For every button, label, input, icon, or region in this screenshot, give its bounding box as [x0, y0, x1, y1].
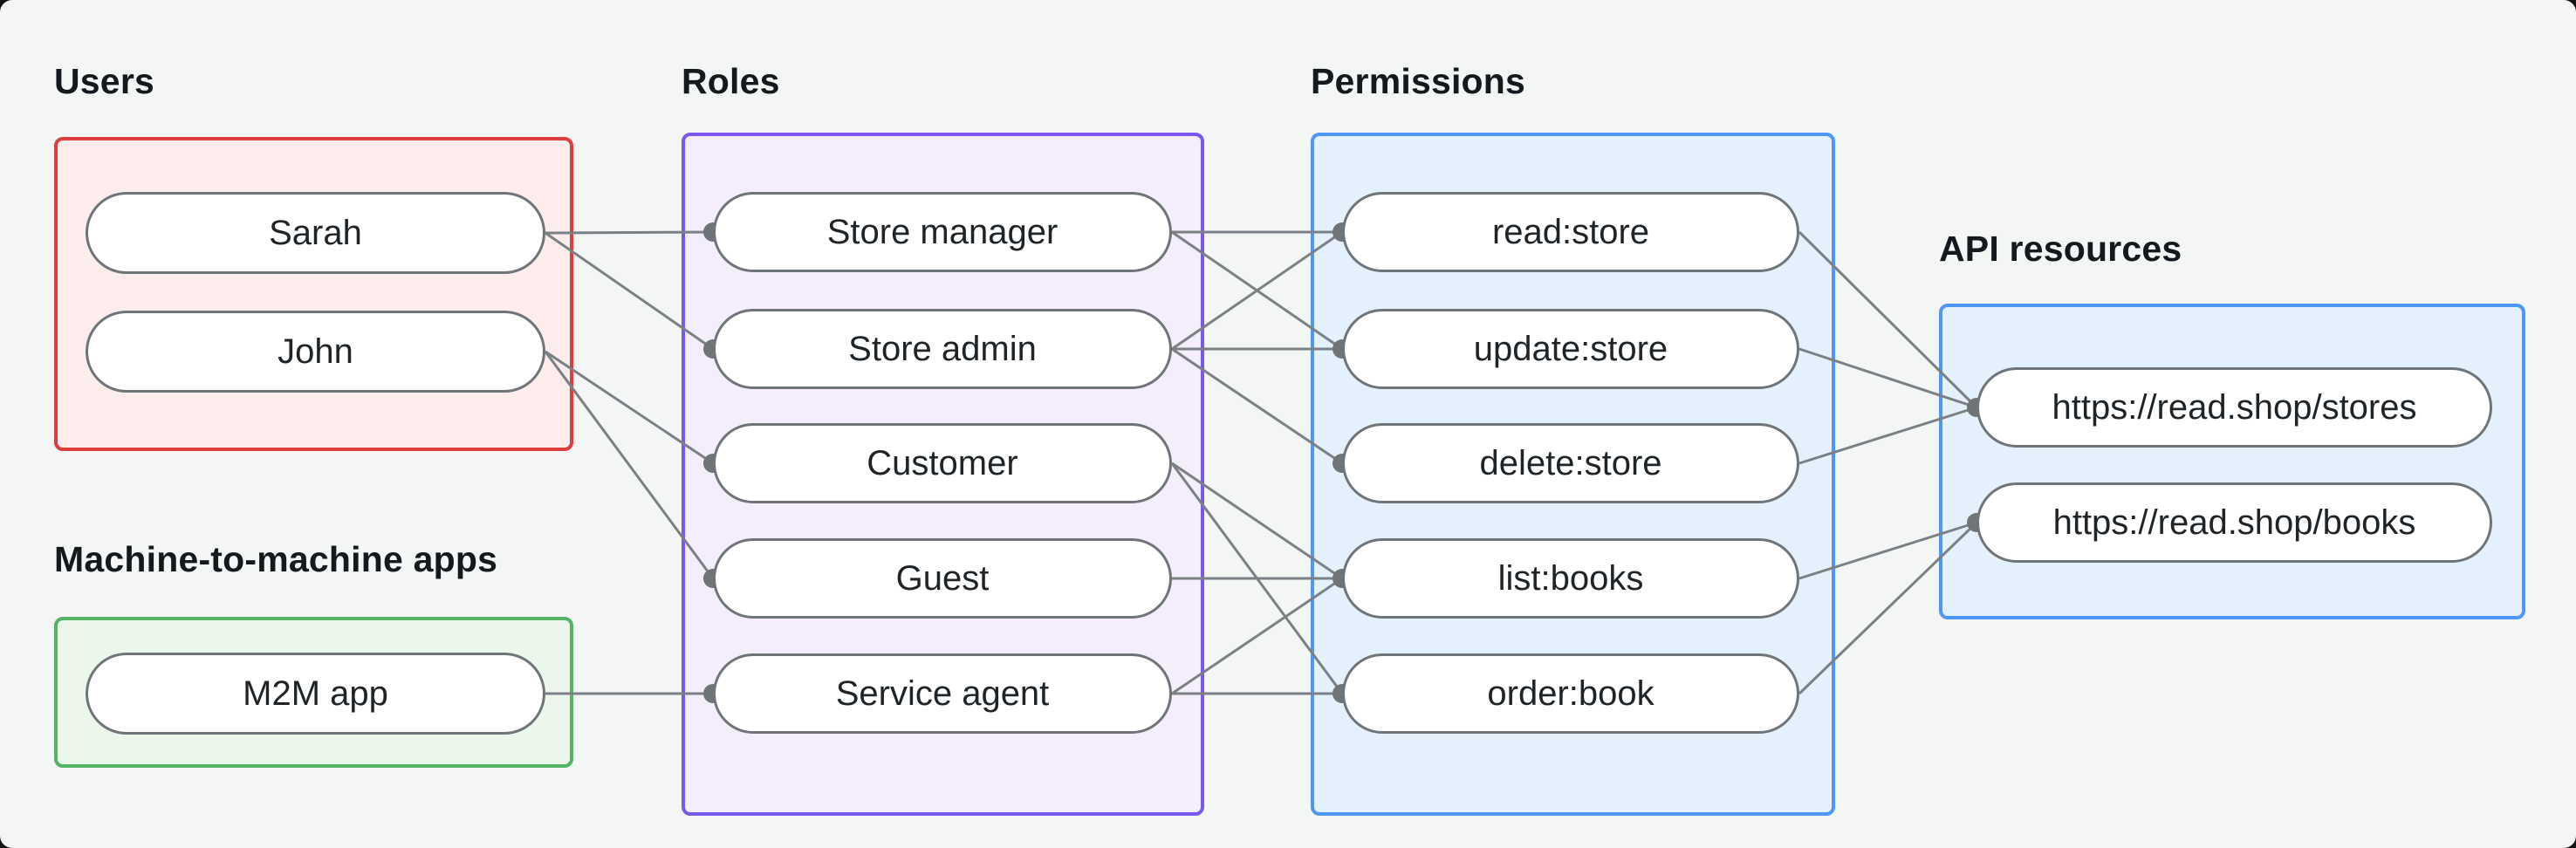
edge-order_book-to-books_api [1798, 521, 1978, 695]
node-order_book: order:book [1342, 653, 1799, 734]
edge-store_admin-to-read_store [1171, 230, 1343, 351]
edge-customer-to-list_books [1171, 462, 1343, 580]
edge-delete_store-to-stores_api [1798, 406, 1977, 465]
node-store_admin: Store admin [713, 309, 1172, 389]
node-store_manager: Store manager [713, 192, 1172, 272]
node-list_books: list:books [1342, 538, 1799, 619]
edge-list_books-to-books_api [1798, 521, 1977, 580]
group-box-api [1939, 304, 2525, 619]
group-title-users: Users [54, 61, 154, 101]
edge-sarah-to-store_admin [545, 231, 714, 351]
node-john: John [86, 311, 545, 393]
edge-john-to-guest [544, 351, 715, 579]
edge-service_agent-to-list_books [1171, 577, 1343, 695]
edge-update_store-to-stores_api [1798, 347, 1977, 409]
node-delete_store: delete:store [1342, 423, 1799, 503]
edge-john-to-customer [545, 350, 714, 465]
edge-store_admin-to-delete_store [1171, 347, 1343, 465]
group-title-api: API resources [1939, 229, 2182, 269]
group-title-m2m: Machine-to-machine apps [54, 539, 498, 579]
edge-read_store-to-stores_api [1798, 230, 1978, 409]
node-books_api: https://read.shop/books [1977, 482, 2492, 563]
node-guest: Guest [713, 538, 1172, 619]
node-stores_api: https://read.shop/stores [1977, 367, 2492, 448]
group-box-users [54, 137, 573, 451]
node-sarah: Sarah [86, 192, 545, 274]
edge-sarah-to-store_manager [545, 230, 714, 235]
node-update_store: update:store [1342, 309, 1799, 389]
group-title-permissions: Permissions [1311, 61, 1526, 101]
node-read_store: read:store [1342, 192, 1799, 272]
node-service_agent: Service agent [713, 653, 1172, 734]
group-title-roles: Roles [682, 61, 780, 101]
node-customer: Customer [713, 423, 1172, 503]
node-m2m_app: M2M app [86, 653, 545, 735]
